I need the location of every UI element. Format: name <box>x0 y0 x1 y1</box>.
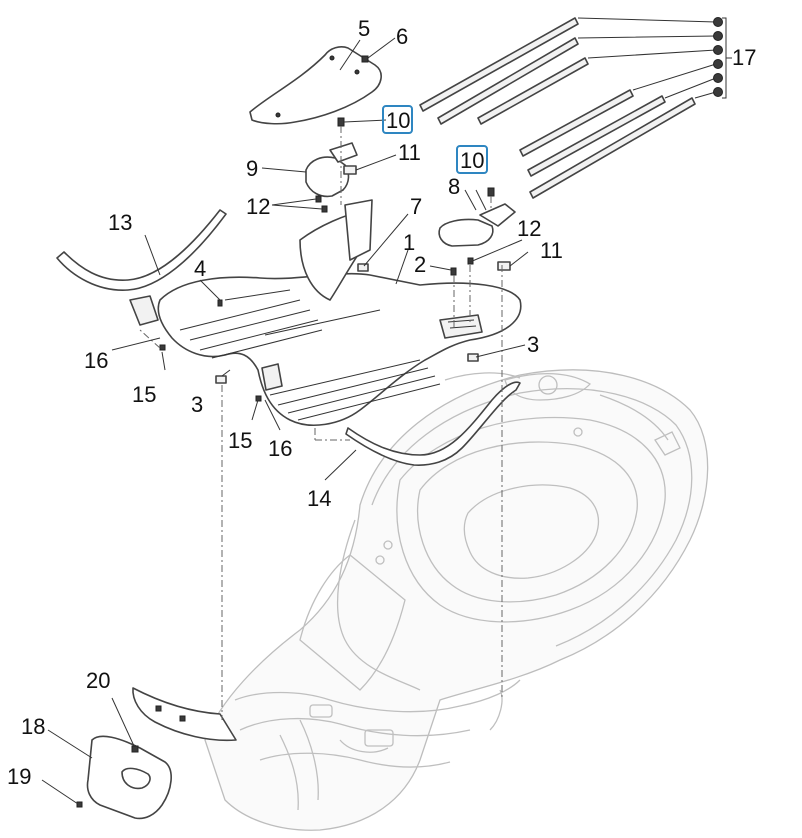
callout-5: 5 <box>358 16 370 41</box>
alignment-lines <box>139 126 503 720</box>
fasteners <box>76 55 511 808</box>
leader-lines <box>41 17 732 805</box>
part-13-trim-strip <box>56 209 227 291</box>
callout-16-lower: 16 <box>268 436 292 461</box>
callout-8: 8 <box>448 174 460 199</box>
part-20-panel <box>132 687 237 742</box>
callout-2: 2 <box>414 252 426 277</box>
part-14-trim-strip <box>345 381 521 466</box>
highlight-box-10-right <box>456 145 488 174</box>
part-17-strips <box>419 17 696 199</box>
callout-labels: 1 2 3 3 4 5 6 7 8 9 10 10 11 11 12 12 13… <box>7 16 756 789</box>
part-9-grip <box>305 142 358 198</box>
callout-10-upper: 10 <box>386 108 410 133</box>
callout-15-lower: 15 <box>228 428 252 453</box>
callout-11-upper: 11 <box>398 140 421 165</box>
callout-1: 1 <box>403 230 415 255</box>
callout-13: 13 <box>108 210 132 235</box>
callout-10-right: 10 <box>460 148 484 173</box>
callout-12-left: 12 <box>246 194 270 219</box>
callout-3-right: 3 <box>527 332 539 357</box>
part-18-bottom-cover <box>86 735 172 820</box>
callout-11-right: 11 <box>540 238 563 263</box>
callout-14: 14 <box>307 486 331 511</box>
callout-3-left: 3 <box>191 392 203 417</box>
callout-17: 17 <box>732 45 756 70</box>
part-5-cover <box>249 46 382 125</box>
callout-16-left: 16 <box>84 348 108 373</box>
callout-6: 6 <box>396 24 408 49</box>
callout-18: 18 <box>21 714 45 739</box>
callout-19: 19 <box>7 764 31 789</box>
part-8-grip <box>438 203 516 247</box>
part-17-bullets <box>713 17 723 97</box>
callout-15-left: 15 <box>132 382 156 407</box>
callout-12-right: 12 <box>517 216 541 241</box>
part-1-floor-panel <box>129 199 522 426</box>
scooter-body-outline <box>204 369 709 831</box>
callout-4: 4 <box>194 256 206 281</box>
callout-9: 9 <box>246 156 258 181</box>
callout-7: 7 <box>410 194 422 219</box>
highlight-box-10-upper <box>382 105 413 134</box>
callout-20: 20 <box>86 668 110 693</box>
